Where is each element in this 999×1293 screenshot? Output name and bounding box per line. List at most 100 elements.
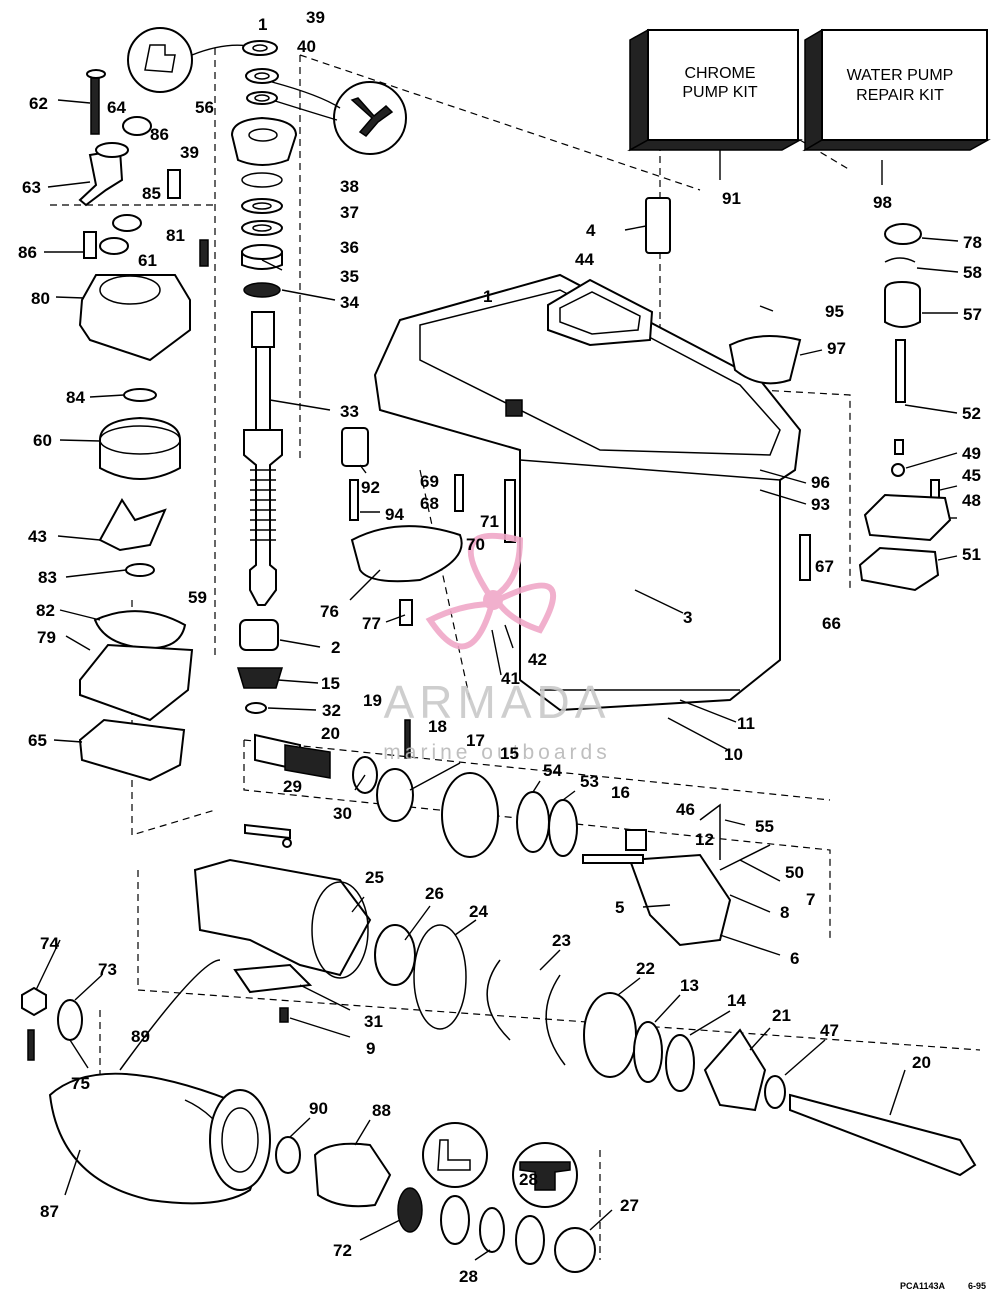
callout: 82 [36,601,55,620]
callout: 25 [365,868,384,887]
watermark-tagline: marine outboards [383,741,610,764]
callout: 34 [340,293,359,312]
callout: 86 [18,243,37,262]
callout: 1 [483,287,492,306]
callout: 67 [815,557,834,576]
callout: 23 [552,931,571,950]
driveshaft-stack [230,40,298,714]
propeller-assembly [21,959,596,1273]
callout: 26 [425,884,444,903]
callout: 36 [340,238,359,257]
callout: 15 [500,744,519,763]
water-pump-stack [78,69,209,782]
callout: 57 [963,305,982,324]
callout: 59 [188,588,207,607]
callout: 56 [195,98,214,117]
callout: 85 [142,184,161,203]
callout: 9 [366,1039,375,1058]
callout: 54 [543,761,562,780]
callout: 27 [620,1196,639,1215]
callout: 90 [309,1099,328,1118]
callout: 65 [28,731,47,750]
callout: 43 [28,527,47,546]
callout: 55 [755,817,774,836]
callout: 1 [258,15,267,34]
callout: 86 [150,125,169,144]
callout: 80 [31,289,50,308]
callout: 68 [420,494,439,513]
callout: 33 [340,402,359,421]
callout: 22 [636,959,655,978]
callout: 3 [683,608,692,627]
callout: 50 [785,863,804,882]
callout: 94 [385,505,404,524]
callout: 49 [962,444,981,463]
callout: 12 [695,830,714,849]
callout: 87 [40,1202,59,1221]
callout: 64 [107,98,126,117]
water-pump-repair-kit-box: WATER PUMP REPAIR KIT [802,28,991,152]
callout: 13 [680,976,699,995]
callout: 45 [962,466,981,485]
callout: 52 [962,404,981,423]
callout: 14 [727,991,746,1010]
callout: 47 [820,1021,839,1040]
callout: 78 [963,233,982,252]
armada-watermark: ARMADA marine outboards [383,533,611,764]
drawing-date: 6-95 [968,1281,986,1291]
kit-ref-chrome: 91 [722,189,741,208]
callout: 83 [38,568,57,587]
callout: 18 [428,717,447,736]
drawing-code: PCA1143A [900,1281,946,1291]
watermark-brand: ARMADA [384,676,611,728]
callout: 38 [340,177,359,196]
callout: 95 [825,302,844,321]
callout: 37 [340,203,359,222]
callout: 75 [71,1074,90,1093]
callout: 42 [528,650,547,669]
callout: 29 [283,777,302,796]
callout: 7 [806,890,815,909]
callout: 41 [501,669,520,688]
callout: 39 [306,8,325,27]
callout: 16 [611,783,630,802]
callout: 46 [676,800,695,819]
callout: 89 [131,1027,150,1046]
callout: 81 [166,226,185,245]
callout: 63 [22,178,41,197]
water-kit-line1: WATER PUMP [847,67,954,84]
callout: 60 [33,431,52,450]
assembly-dashed-lines [50,48,981,1260]
chrome-kit-line1: CHROME [684,65,755,82]
water-kit-line2: REPAIR KIT [856,87,944,104]
callout: 24 [469,902,488,921]
callout: 74 [40,934,59,953]
propeller-logo-icon [425,533,557,650]
callout: 51 [962,545,981,564]
callout: 30 [333,804,352,823]
callout: 5 [615,898,624,917]
callout: 61 [138,251,157,270]
callout: 4 [586,221,596,240]
callout: 73 [98,960,117,979]
callout: 44 [575,250,594,269]
callout: 35 [340,267,359,286]
callout: 66 [822,614,841,633]
callout: 48 [962,491,981,510]
water-tube-parts [858,223,952,592]
chrome-kit-line2: PUMP KIT [682,84,758,101]
callout: 53 [580,772,599,791]
detail-circle-retainer [271,81,407,155]
callout: 20 [321,724,340,743]
callout: 19 [363,691,382,710]
callout: 69 [420,472,439,491]
callout: 40 [297,37,316,56]
callout: 39 [180,143,199,162]
callout: 8 [780,903,789,922]
callout: 10 [724,745,743,764]
callout: 21 [772,1006,791,1025]
gear-train [193,719,977,1177]
callout: 96 [811,473,830,492]
gearcase-housing [341,197,811,712]
